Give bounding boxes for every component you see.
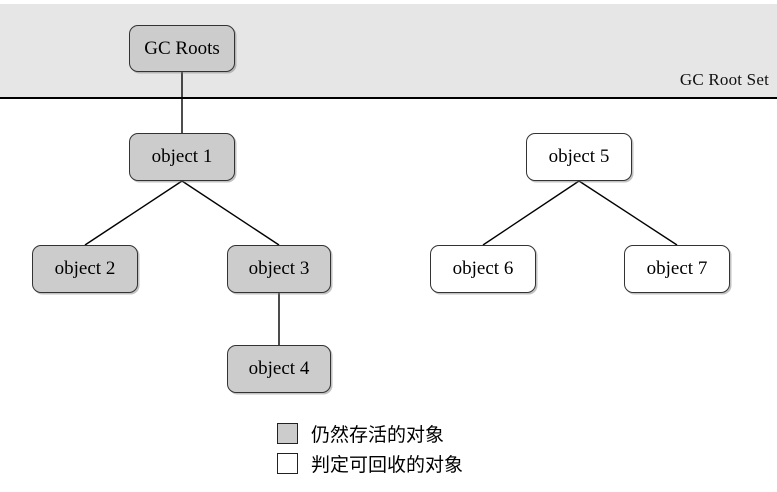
legend-swatch-alive (277, 422, 298, 444)
edge-object-1-to-object-2 (84, 180, 183, 246)
legend-label: 判定可回收的对象 (311, 453, 464, 476)
node-label: GC Roots (144, 37, 220, 59)
node-label: object 7 (646, 258, 708, 279)
node-object-6[interactable]: object 6 (430, 245, 536, 293)
gc-root-set-divider (0, 97, 777, 99)
edge-object-5-to-object-6 (482, 180, 580, 246)
node-object-5[interactable]: object 5 (526, 133, 632, 181)
legend-item-alive: 仍然存活的对象 (277, 418, 463, 448)
node-object-3[interactable]: object 3 (227, 245, 331, 293)
gc-root-set-label: GC Root Set (679, 70, 769, 89)
legend: 仍然存活的对象判定可回收的对象 (277, 418, 463, 478)
node-object-1[interactable]: object 1 (129, 133, 235, 181)
node-label: object 6 (452, 258, 514, 279)
node-label: object 4 (248, 358, 310, 379)
legend-item-collectable: 判定可回收的对象 (277, 448, 463, 478)
legend-label: 仍然存活的对象 (311, 423, 445, 446)
node-label: object 2 (54, 258, 116, 279)
node-object-2[interactable]: object 2 (32, 245, 138, 293)
node-label: object 1 (151, 146, 213, 167)
node-label: object 3 (248, 258, 310, 279)
node-object-7[interactable]: object 7 (624, 245, 730, 293)
node-label: object 5 (548, 146, 610, 167)
node-object-4[interactable]: object 4 (227, 345, 331, 393)
edge-object-5-to-object-7 (578, 180, 678, 246)
edge-object-1-to-object-3 (181, 180, 280, 246)
legend-swatch-collectable (277, 452, 298, 474)
node-gc-roots[interactable]: GC Roots (129, 25, 235, 72)
